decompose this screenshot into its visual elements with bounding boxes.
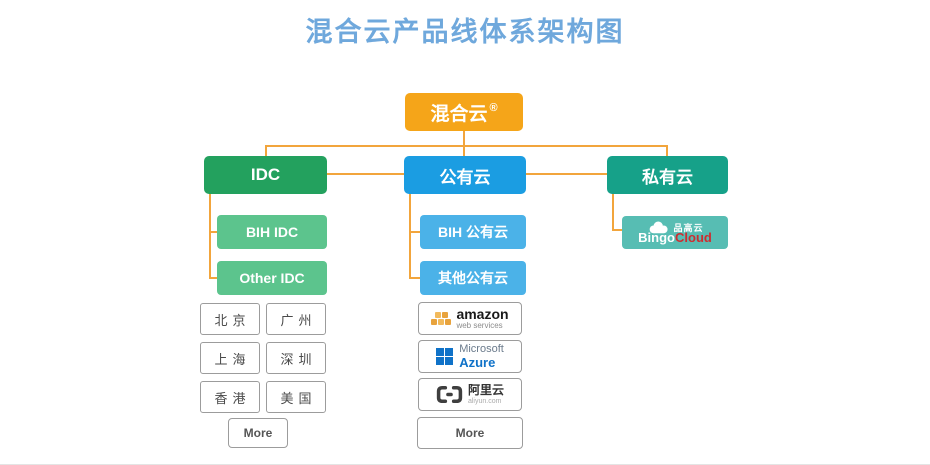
branch-node-public-cloud: 公有云 <box>404 156 526 194</box>
idc-more-box: More <box>228 418 288 448</box>
child-node-bih-idc: BIH IDC <box>217 215 327 249</box>
child-node-other-idc: Other IDC <box>217 261 327 295</box>
public-more-box: More <box>417 417 523 449</box>
connector-idc-rail <box>209 193 211 279</box>
location-box-guangzhou: 广州 <box>266 303 326 335</box>
amazon-wordmark: amazon <box>456 306 509 322</box>
child-node-bih-public-cloud: BIH 公有云 <box>420 215 526 249</box>
aliyun-bracket-icon <box>436 385 463 404</box>
connector-public-private <box>525 173 608 175</box>
location-box-beijing: 北京 <box>200 303 260 335</box>
microsoft-wordmark: Microsoft <box>459 343 504 355</box>
root-label: 混合云 <box>430 103 488 125</box>
connector-private-stub <box>612 229 623 231</box>
connector-public-stub-1 <box>409 231 421 233</box>
provider-box-aliyun: 阿里云 aliyun.com <box>418 378 522 411</box>
location-box-shanghai: 上海 <box>200 342 260 374</box>
connector-root-stem <box>463 131 465 147</box>
connector-idc-stub-2 <box>209 277 218 279</box>
microsoft-window-icon <box>436 348 454 365</box>
aliyun-logo: 阿里云 aliyun.com <box>436 384 504 405</box>
provider-box-amazon: amazon web services <box>418 302 522 335</box>
bingocloud-logo: 品高云 <box>646 221 703 234</box>
connector-public-stub-2 <box>409 277 421 279</box>
bingocloud-word-cloud: Cloud <box>675 230 712 245</box>
amazon-subtitle: web services <box>456 321 503 330</box>
root-node-hybrid-cloud: 混合云® <box>405 93 523 131</box>
connector-private-rail <box>612 193 614 231</box>
location-box-shenzhen: 深圳 <box>266 342 326 374</box>
aliyun-wordmark: 阿里云 <box>467 383 504 397</box>
connector-main-bar <box>265 145 668 147</box>
microsoft-azure-logo: Microsoft Azure <box>436 344 504 369</box>
branch-node-private-cloud: 私有云 <box>607 156 728 194</box>
connector-public-rail <box>409 193 411 279</box>
bingocloud-cn-name: 品高云 <box>673 223 704 233</box>
amazon-web-services-logo: amazon web services <box>431 306 509 330</box>
bingocloud-word-bingo: Bingo <box>638 230 675 245</box>
connector-idc-public <box>327 173 405 175</box>
diagram-title: 混合云产品线体系架构图 <box>305 17 625 47</box>
location-box-usa: 美国 <box>266 381 326 413</box>
provider-box-azure: Microsoft Azure <box>418 340 522 373</box>
cloud-icon <box>650 221 669 234</box>
child-node-other-public-cloud: 其他公有云 <box>420 261 526 295</box>
connector-idc-stub-1 <box>209 231 218 233</box>
branch-node-idc: IDC <box>204 156 327 194</box>
aws-boxes-icon <box>431 312 452 325</box>
connector-drop-public <box>463 145 465 157</box>
connector-drop-idc <box>265 145 267 157</box>
connector-drop-private <box>666 145 668 157</box>
aliyun-subtitle: aliyun.com <box>467 398 502 405</box>
registered-trademark: ® <box>489 102 498 114</box>
azure-wordmark: Azure <box>459 355 496 370</box>
location-box-hongkong: 香港 <box>200 381 260 413</box>
